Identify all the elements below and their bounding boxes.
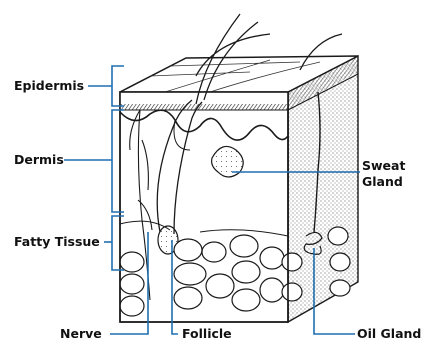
label-sweat-gland-line1: Sweat — [362, 158, 405, 173]
epidermis-dark-band — [120, 104, 288, 110]
label-fatty-tissue: Fatty Tissue — [14, 234, 100, 249]
label-nerve: Nerve — [60, 326, 102, 341]
label-epidermis: Epidermis — [14, 78, 84, 93]
label-sweat-gland-line2: Gland — [362, 174, 403, 189]
label-dermis: Dermis — [14, 152, 64, 167]
label-follicle: Follicle — [182, 326, 232, 341]
label-oil-gland: Oil Gland — [357, 326, 421, 341]
